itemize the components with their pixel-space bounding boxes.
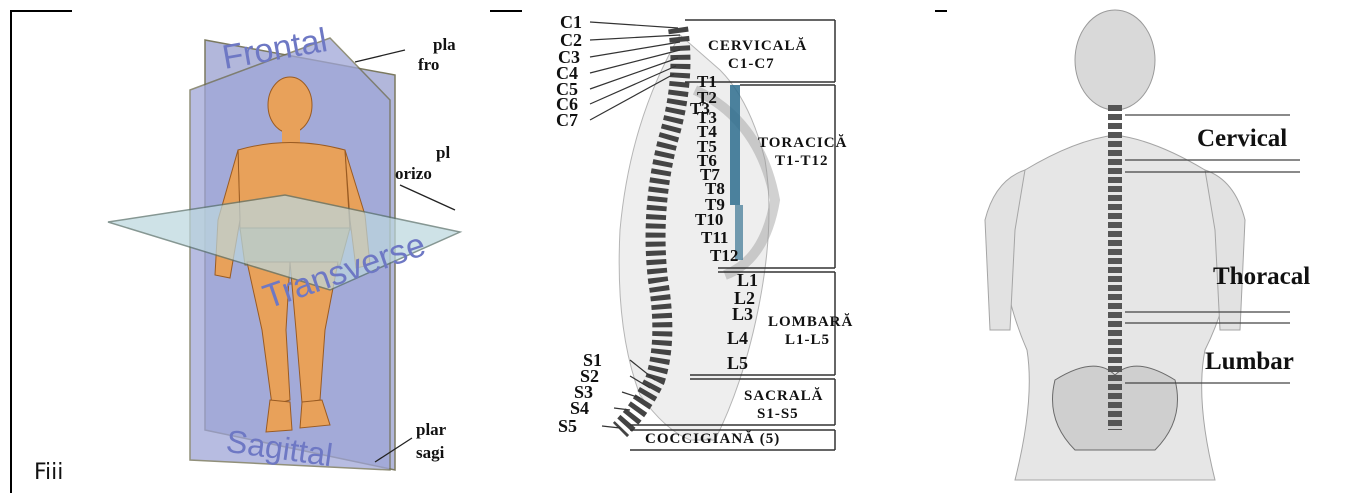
label-plan-orizontal-2: orizo bbox=[395, 164, 432, 184]
vertebra-label-l3: L3 bbox=[732, 304, 753, 325]
label-plan-sagital-1: plar bbox=[416, 420, 446, 440]
region-sacral-range: S1-S5 bbox=[757, 406, 799, 423]
vertebra-label-t11: T11 bbox=[701, 228, 728, 248]
label-plan-frontal-1: pla bbox=[433, 35, 456, 55]
region-thoracic-name: TORACICĂ bbox=[758, 135, 847, 152]
vertebra-label-s5: S5 bbox=[558, 416, 577, 437]
spine-lateral-panel: C1 C2 C3 C4 C5 C6 C7 T1 T2 T3 T3 T4 T5 T… bbox=[490, 0, 930, 493]
region-lumbar-range: L1-L5 bbox=[785, 332, 830, 349]
label-plan-sagital-2: sagi bbox=[416, 443, 444, 463]
figure-caption: Fiii bbox=[34, 460, 63, 485]
vertebra-label-l4: L4 bbox=[727, 328, 748, 349]
anatomical-planes-panel: Frontal Transverse Sagittal pla fro pl o… bbox=[0, 0, 480, 493]
region-cervical-name: CERVICALĂ bbox=[708, 38, 807, 55]
region-coccygeal-name: COCCIGIANĂ (5) bbox=[645, 431, 780, 448]
region-lumbar-name: LOMBARĂ bbox=[768, 314, 853, 331]
region-cervical-label: Cervical bbox=[1197, 125, 1287, 153]
spine-back-panel: Cervical Thoracal Lumbar bbox=[935, 0, 1362, 493]
spine-back-illustration bbox=[935, 0, 1362, 493]
vertebra-label-t12: T12 bbox=[710, 246, 738, 266]
region-lumbar-label: Lumbar bbox=[1205, 348, 1294, 376]
region-sacral-name: SACRALĂ bbox=[744, 388, 824, 405]
label-plan-orizontal-1: pl bbox=[436, 143, 450, 163]
vertebra-label-l5: L5 bbox=[727, 353, 748, 374]
head bbox=[1075, 10, 1155, 110]
label-plan-frontal-2: fro bbox=[418, 55, 439, 75]
vertebra-label-c7: C7 bbox=[556, 110, 578, 131]
thoracic-highlight bbox=[730, 85, 740, 205]
region-thoracic-range: T1-T12 bbox=[775, 153, 829, 170]
vertebra-label-t10: T10 bbox=[695, 210, 723, 230]
region-thoracal-label: Thoracal bbox=[1213, 263, 1310, 291]
region-cervical-range: C1-C7 bbox=[728, 56, 775, 73]
